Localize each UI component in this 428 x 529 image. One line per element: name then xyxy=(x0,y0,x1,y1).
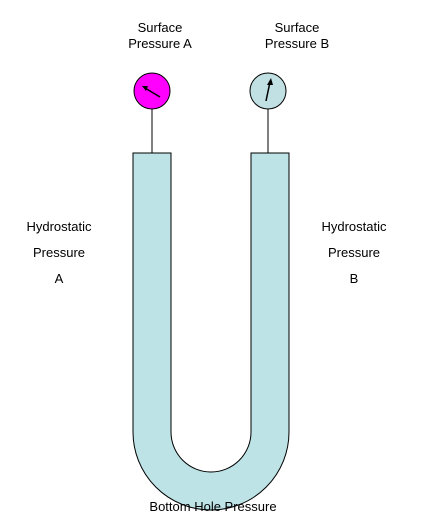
hydrostatic-b-line1: Hydrostatic xyxy=(321,219,387,234)
surface-pressure-b-line2: Pressure B xyxy=(264,36,330,51)
gauge-b-needle-tip xyxy=(267,78,273,85)
hydrostatic-pressure-b-label: Hydrostatic Pressure B xyxy=(313,219,395,297)
bottom-hole-pressure-label: Bottom Hole Pressure xyxy=(149,499,277,514)
hydrostatic-pressure-a-label: Hydrostatic Pressure A xyxy=(18,219,100,297)
surface-pressure-a-gauge xyxy=(133,72,171,110)
hydrostatic-b-line2: Pressure xyxy=(327,245,381,260)
hydrostatic-b-line3: B xyxy=(349,271,359,286)
surface-pressure-b-label: Surface Pressure B xyxy=(237,20,357,52)
gauge-a-dial xyxy=(133,72,171,110)
surface-pressure-a-line2: Pressure A xyxy=(128,36,192,51)
hydrostatic-a-line1: Hydrostatic xyxy=(26,219,92,234)
gauge-a-needle xyxy=(144,87,161,98)
surface-pressure-b-gauge xyxy=(249,72,287,110)
surface-pressure-a-label: Surface Pressure A xyxy=(100,20,220,52)
surface-pressure-a-line1: Surface xyxy=(137,20,183,35)
gauge-a-needle-tip xyxy=(142,86,148,91)
surface-pressure-b-line1: Surface xyxy=(274,20,320,35)
gauge-b-needle xyxy=(265,81,271,102)
hydrostatic-a-line2: Pressure xyxy=(32,245,86,260)
u-tube xyxy=(132,152,290,511)
hydrostatic-a-line3: A xyxy=(54,271,64,286)
